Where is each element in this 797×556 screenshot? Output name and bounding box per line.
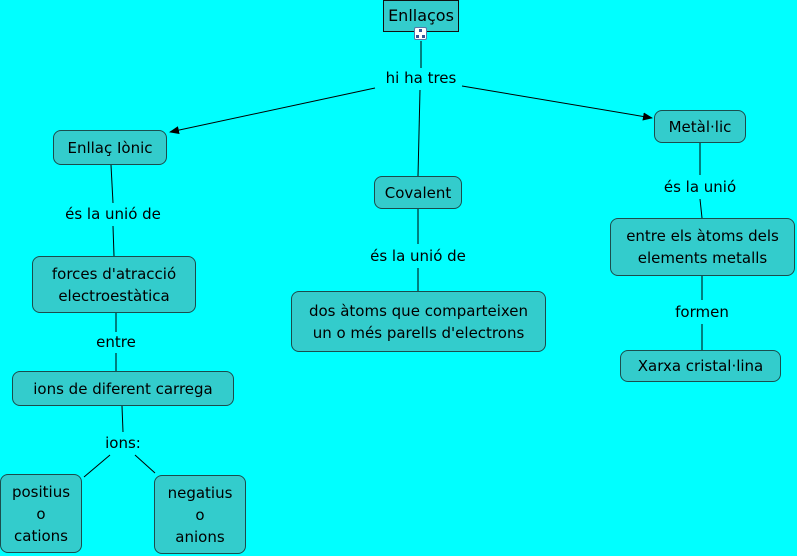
link-label-covalent[interactable]: és la unió de [368,247,468,265]
link-label-formen[interactable]: formen [673,303,731,321]
concept-ionic[interactable]: Enllaç Iònic [53,130,167,165]
link-label-hi-ha-tres[interactable]: hi ha tres [383,69,459,87]
concept-ions-diferent[interactable]: ions de diferent carrega [12,371,234,406]
concept-positius[interactable]: positius o cations [0,474,82,553]
concept-negatius[interactable]: negatius o anions [154,475,246,554]
concept-dos-atoms[interactable]: dos àtoms que comparteixen un o més pare… [291,291,546,352]
concept-covalent[interactable]: Covalent [374,176,462,209]
link-label-ions[interactable]: ions: [103,434,143,452]
concept-forces[interactable]: forces d'atracció electroestàtica [32,256,196,313]
link-label-ionic[interactable]: és la unió de [63,205,163,223]
link-label-metallic[interactable]: és la unió [661,178,739,196]
concept-map-icon[interactable] [414,27,427,40]
concept-xarxa[interactable]: Xarxa cristal·lina [620,350,781,382]
link-label-entre[interactable]: entre [94,333,138,351]
concept-metallic[interactable]: Metàl·lic [654,110,746,143]
concept-entre-atoms[interactable]: entre els àtoms dels elements metalls [610,218,795,276]
concept-root[interactable]: Enllaços [383,0,459,32]
